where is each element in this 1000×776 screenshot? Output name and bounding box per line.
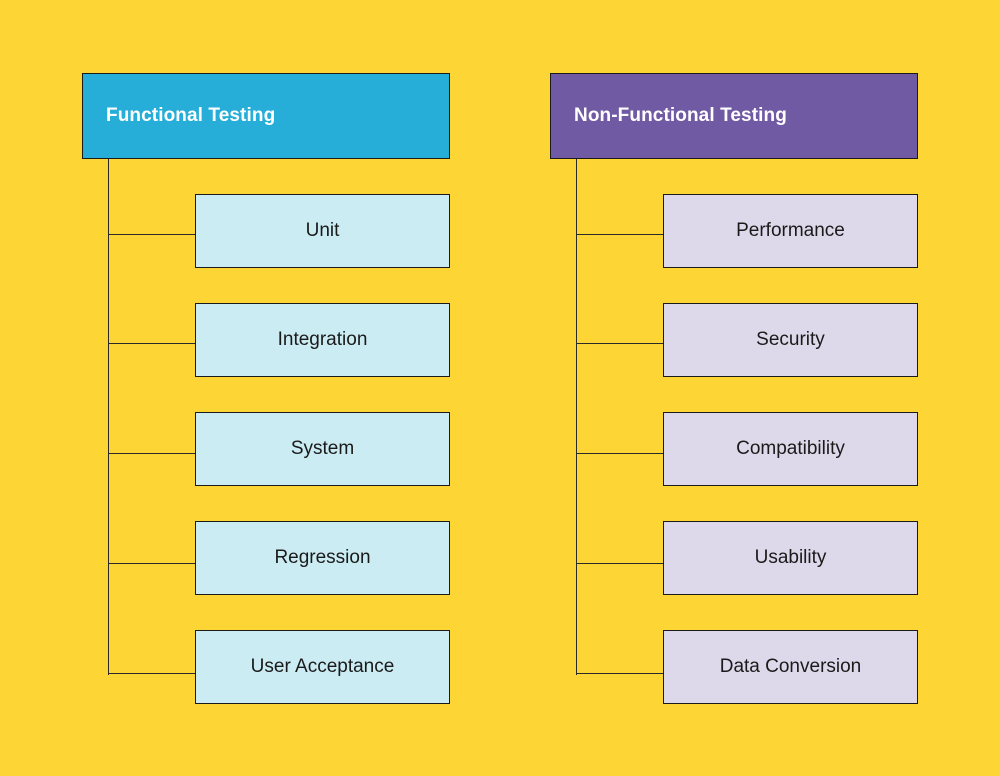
- node-label: User Acceptance: [250, 656, 395, 677]
- node-regression: Regression: [195, 521, 450, 595]
- node-integration: Integration: [195, 303, 450, 377]
- functional-testing-title: Functional Testing: [106, 105, 276, 126]
- node-system: System: [195, 412, 450, 486]
- node-performance: Performance: [663, 194, 918, 268]
- node-label: Security: [756, 329, 825, 350]
- node-data-conversion: Data Conversion: [663, 630, 918, 704]
- non-functional-trunk-line: [576, 159, 577, 675]
- node-unit: Unit: [195, 194, 450, 268]
- node-security: Security: [663, 303, 918, 377]
- non-functional-testing-header: Non-Functional Testing: [550, 73, 918, 159]
- functional-trunk-line: [108, 159, 109, 675]
- node-label: Usability: [754, 547, 827, 568]
- non-functional-testing-tree: Non-Functional Testing Performance Secur…: [550, 73, 918, 705]
- connector-line: [108, 673, 195, 674]
- node-label: Integration: [277, 329, 368, 350]
- node-compatibility: Compatibility: [663, 412, 918, 486]
- connector-line: [576, 563, 663, 564]
- node-label: Performance: [736, 220, 845, 241]
- node-usability: Usability: [663, 521, 918, 595]
- functional-testing-tree: Functional Testing Unit Integration Syst…: [82, 73, 450, 705]
- node-label: Compatibility: [736, 438, 845, 459]
- node-label: Data Conversion: [719, 656, 862, 677]
- connector-line: [576, 673, 663, 674]
- connector-line: [108, 453, 195, 454]
- connector-line: [108, 234, 195, 235]
- non-functional-testing-title: Non-Functional Testing: [574, 105, 787, 126]
- connector-line: [576, 453, 663, 454]
- node-user-acceptance: User Acceptance: [195, 630, 450, 704]
- connector-line: [108, 343, 195, 344]
- connector-line: [108, 563, 195, 564]
- node-label: Unit: [305, 220, 340, 241]
- connector-line: [576, 343, 663, 344]
- connector-line: [576, 234, 663, 235]
- node-label: System: [290, 438, 355, 459]
- functional-testing-header: Functional Testing: [82, 73, 450, 159]
- node-label: Regression: [274, 547, 371, 568]
